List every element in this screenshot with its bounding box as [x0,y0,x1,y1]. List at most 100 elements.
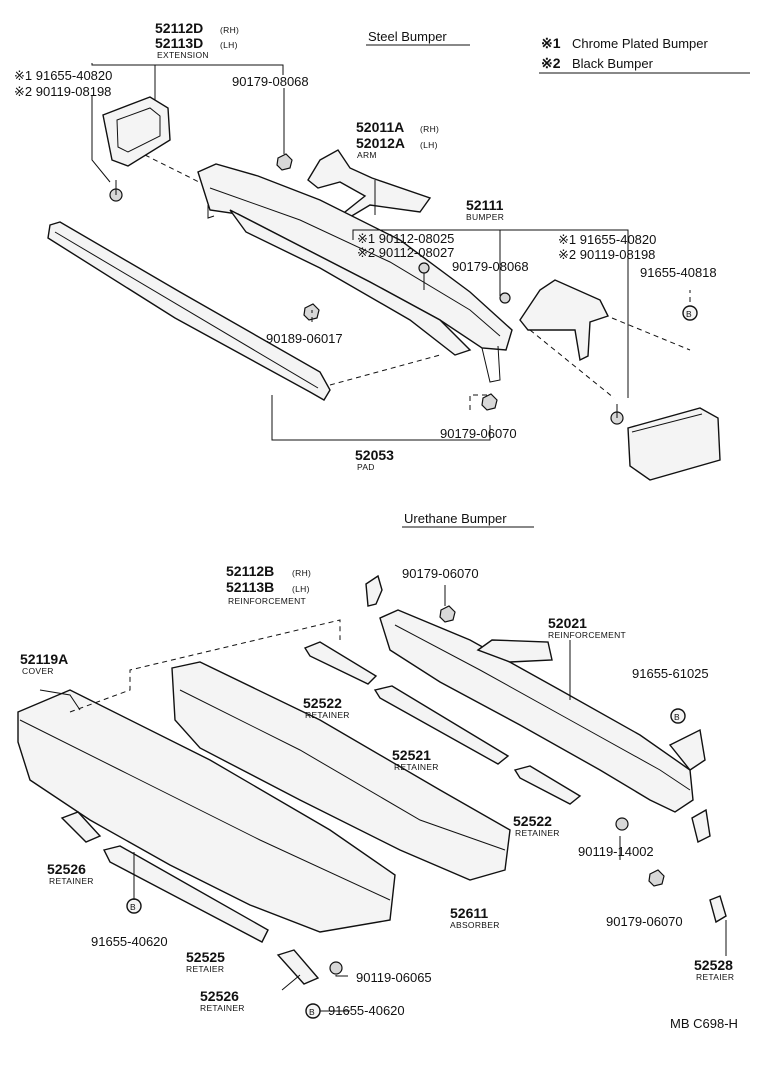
legend-mark-1: ※1 [541,35,561,51]
reinforcement-small [365,574,383,607]
label-bolt-c2: ※2 90119-08198 [558,247,655,262]
marker-b-steel-text: B [686,309,692,319]
arm-right [519,279,609,362]
marker-b-steel: B [682,305,698,321]
bolt-right-lower [610,404,624,425]
label-cover: 52119A [20,651,68,667]
marker-b-u1-text: B [674,712,680,722]
label-ret-52522a: 52522 [303,695,342,711]
label-ext-rh-suffix: (RH) [220,25,239,35]
label-nut-d: 90179-06070 [440,426,517,441]
nut-top [276,153,293,171]
label-ret-52522b: 52522 [513,813,552,829]
label-ext-lh-suffix: (LH) [220,40,238,50]
label-ret-52522a-sub: RETAINER [305,710,350,720]
urethane-bumper-header: Urethane Bumper [402,511,534,528]
label-ret-52521-sub: RETAINER [394,762,439,772]
label-bolt-b2: ※2 90112-08027 [357,245,454,260]
arm-part [307,149,432,222]
label-bolt-d: 91655-40818 [640,265,717,280]
label-cover-sub: COVER [22,666,54,676]
marker-b-urethane-2: B [126,898,142,914]
label-ext-rh: 52112D [155,20,203,36]
cover-part [17,689,396,933]
label-reinf-sub: REINFORCEMENT [228,596,306,606]
nut-e [439,605,456,623]
label-absorber: 52611 [450,905,488,921]
reinforcement-large [379,609,706,813]
retainer-52525 [102,845,269,943]
legend-text-1: Chrome Plated Bumper [572,36,709,51]
steel-bumper-header: Steel Bumper [366,29,470,46]
marker-b-urethane-3: B [305,1003,321,1019]
label-arm-sub: ARM [357,150,377,160]
steel-bumper-title: Steel Bumper [368,29,447,44]
label-arm-rh-suffix: (RH) [420,124,439,134]
label-arm-lh-suffix: (LH) [420,140,438,150]
label-absorber-sub: ABSORBER [450,920,500,930]
label-ret-52526a: 52526 [47,861,86,877]
nut-right [481,393,498,411]
label-nut-c: 90189-06017 [266,331,343,346]
label-ret-52526b-sub: RETAINER [200,1003,245,1013]
legend: ※1 Chrome Plated Bumper ※2 Black Bumper [539,35,750,74]
label-ret-52528: 52528 [694,957,733,973]
legend-mark-2: ※2 [541,55,561,71]
extension-right [627,407,721,481]
pad-part [47,221,331,401]
label-ext-lh: 52113D [155,35,203,51]
label-arm-rh: 52011A [356,119,404,135]
marker-b-urethane-1: B [670,708,686,724]
label-reinf-lh-suffix: (LH) [292,584,310,594]
label-nut-f: 90179-06070 [606,914,683,929]
label-pad-sub: PAD [357,462,375,472]
extension-part [102,96,171,167]
label-ret-52525: 52525 [186,949,225,965]
label-ret-52525-sub: RETAIER [186,964,224,974]
label-ret-52528-sub: RETAIER [696,972,734,982]
label-bumper: 52111 [466,197,504,213]
label-reinf-lh: 52113B [226,579,274,595]
label-bolt-h: 90119-06065 [356,970,432,985]
retainer-52522-a [303,641,378,685]
bolt-f [615,817,629,831]
marker-b-u2-text: B [130,902,136,912]
label-arm-lh: 52012A [356,135,405,151]
bolt-arm [499,292,511,304]
label-extension: 52112D (RH) 52113D (LH) EXTENSION [155,20,239,60]
label-reinf-rh-suffix: (RH) [292,568,311,578]
label-ext-sub: EXTENSION [157,50,209,60]
label-nut-e: 90179-06070 [402,566,479,581]
bolt-left [109,180,123,202]
nut-f [648,869,665,887]
label-ret-52521: 52521 [392,747,431,763]
label-reinf-small: 52112B (RH) 52113B (LH) REINFORCEMENT [226,563,311,606]
retainer-52526-a [60,811,102,843]
urethane-bumper-title: Urethane Bumper [404,511,507,526]
label-nut-a: 90179-08068 [232,74,309,89]
bolt-center [418,262,430,290]
bracket-right [691,808,711,844]
marker-b-u3-text: B [309,1007,315,1017]
label-pad: 52053 [355,447,394,463]
label-bolt-a2: ※2 90119-08198 [14,84,111,99]
label-bolt-e: 91655-61025 [632,666,709,681]
label-bolt-i: 91655-40620 [328,1003,405,1018]
label-bolt-g: 91655-40620 [91,934,168,949]
label-reinf2-sub: REINFORCEMENT [548,630,626,640]
retainer-52528 [709,895,727,924]
bolt-h [329,961,343,975]
label-ret-52522b-sub: RETAINER [515,828,560,838]
absorber-part [171,661,511,881]
label-nut-b: 90179-08068 [452,259,529,274]
label-bolt-a1: ※1 91655-40820 [14,68,112,83]
catalog-code: MB C698-H [670,1016,738,1031]
label-ret-52526a-sub: RETAINER [49,876,94,886]
label-bolt-f: 90119-14002 [578,844,654,859]
label-arm: 52011A (RH) 52012A (LH) ARM [356,119,439,160]
label-bolt-b1: ※1 90112-08025 [357,231,454,246]
label-reinf2: 52021 [548,615,587,631]
label-reinf-rh: 52112B [226,563,274,579]
retainer-52526-b [276,949,320,985]
